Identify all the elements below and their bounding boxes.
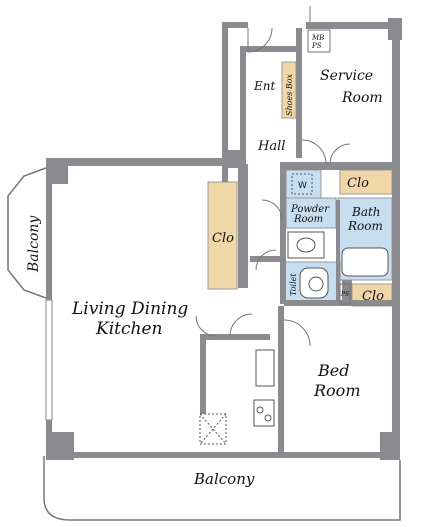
mb-ps-box xyxy=(307,29,331,53)
closet-living-label: Clo xyxy=(212,231,234,246)
balcony-bottom-label: Balcony xyxy=(193,470,255,488)
mb-label: MB xyxy=(311,34,324,42)
service-room-label-line1: Service xyxy=(320,68,373,84)
bath-room-label-line2: Room xyxy=(347,219,383,233)
entrance-label: Ent xyxy=(253,79,275,93)
bath-room-label-line1: Bath xyxy=(351,205,381,219)
stove xyxy=(253,399,275,427)
bed-room-label-line1: Bed xyxy=(317,361,349,380)
powder-room-label-line1: Powder xyxy=(290,204,330,215)
sink xyxy=(255,349,275,387)
balcony-left-label: Balcony xyxy=(26,215,42,273)
shoes-box-label: Shoes Box xyxy=(285,73,294,116)
bed-room-label-line2: Room xyxy=(313,381,360,400)
balcony-left-outline xyxy=(7,167,47,299)
closet-bed-label: Clo xyxy=(362,289,384,304)
closet-top-label: Clo xyxy=(347,176,369,191)
bathtub xyxy=(341,247,389,277)
ps-label: PS xyxy=(311,42,322,50)
walls xyxy=(45,18,402,460)
service-room-label-line2: Room xyxy=(341,90,383,106)
door-swings xyxy=(195,6,351,347)
closet-living xyxy=(207,181,238,290)
washer-label: W xyxy=(298,181,307,191)
hall-label: Hall xyxy=(257,139,285,154)
toilet-label: Toilet xyxy=(289,273,298,296)
ps-small-box xyxy=(339,283,351,305)
washer-marker xyxy=(291,173,313,195)
living-label-line1: Living Dining xyxy=(71,299,188,319)
washbasin xyxy=(287,231,325,259)
powder-room-label-line2: Room xyxy=(293,214,323,225)
toilet-fixture xyxy=(299,267,329,299)
balcony-bottom-outline xyxy=(43,456,401,521)
living-label-line2: Kitchen xyxy=(95,319,162,339)
fixtures xyxy=(199,29,389,445)
ps-small-label: PS xyxy=(340,291,349,298)
room-labels: Service Room Ent Hall Shoes Box Clo Clo … xyxy=(26,34,384,488)
powder-room-area xyxy=(285,197,337,229)
